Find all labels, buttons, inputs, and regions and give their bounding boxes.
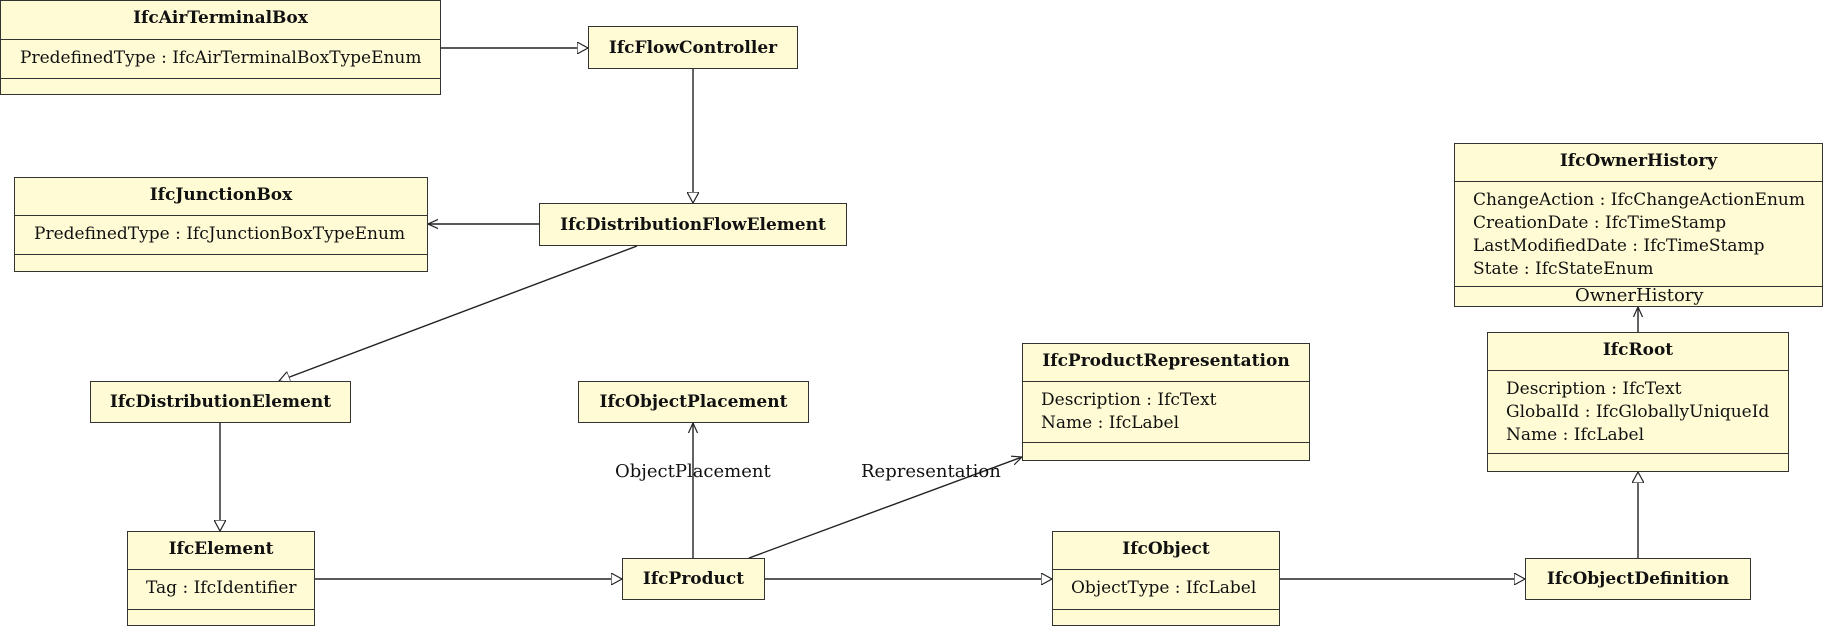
attribute: ChangeAction : IfcChangeActionEnum xyxy=(1473,190,1805,210)
class-ifcownerhistory: IfcOwnerHistory ChangeAction : IfcChange… xyxy=(1454,143,1823,307)
attribute-section: Tag : IfcIdentifier xyxy=(128,569,314,610)
class-ifcflowcontroller: IfcFlowController xyxy=(588,26,798,69)
class-name: IfcObjectDefinition xyxy=(1546,569,1730,589)
class-ifcobjectdefinition: IfcObjectDefinition xyxy=(1525,558,1751,600)
attribute: State : IfcStateEnum xyxy=(1473,259,1654,279)
class-name: IfcProductRepresentation xyxy=(1042,351,1290,371)
class-name: IfcElement xyxy=(168,539,274,559)
class-ifcdistributionflowelement: IfcDistributionFlowElement xyxy=(539,203,847,246)
association-label-objectplacement: ObjectPlacement xyxy=(615,461,771,482)
attribute: Name : IfcLabel xyxy=(1506,425,1645,445)
class-name: IfcRoot xyxy=(1602,340,1674,360)
attribute-section: Description : IfcText GlobalId : IfcGlob… xyxy=(1488,370,1788,454)
attribute-section: Description : IfcText Name : IfcLabel xyxy=(1023,381,1309,443)
attribute: Name : IfcLabel xyxy=(1041,413,1180,433)
association-label-ownerhistory: OwnerHistory xyxy=(1575,285,1704,306)
class-ifcobject: IfcObject ObjectType : IfcLabel xyxy=(1052,531,1280,626)
class-name: IfcObject xyxy=(1122,539,1210,559)
attribute-section: ChangeAction : IfcChangeActionEnum Creat… xyxy=(1455,181,1822,287)
attribute: GlobalId : IfcGloballyUniqueId xyxy=(1506,402,1770,422)
class-name: IfcAirTerminalBox xyxy=(133,8,308,28)
class-name: IfcDistributionElement xyxy=(109,392,332,412)
attribute: PredefinedType : IfcJunctionBoxTypeEnum xyxy=(34,224,406,244)
class-ifcairterminalbox: IfcAirTerminalBox PredefinedType : IfcAi… xyxy=(0,0,441,95)
class-name: IfcFlowController xyxy=(608,37,778,58)
class-name: IfcJunctionBox xyxy=(149,185,293,205)
attribute-section: PredefinedType : IfcAirTerminalBoxTypeEn… xyxy=(1,39,440,79)
class-name: IfcDistributionFlowElement xyxy=(560,214,826,235)
attribute: PredefinedType : IfcAirTerminalBoxTypeEn… xyxy=(20,48,422,68)
class-ifcdistributionelement: IfcDistributionElement xyxy=(90,381,351,423)
association-label-representation: Representation xyxy=(861,461,1001,482)
class-name: IfcObjectPlacement xyxy=(599,392,788,412)
attribute: Tag : IfcIdentifier xyxy=(146,578,297,598)
class-ifcproductrepresentation: IfcProductRepresentation Description : I… xyxy=(1022,343,1310,461)
attribute: CreationDate : IfcTimeStamp xyxy=(1473,213,1727,233)
class-ifcproduct: IfcProduct xyxy=(622,558,765,600)
class-name: IfcProduct xyxy=(642,569,745,589)
generalization-distributionflowelement-distributionelement xyxy=(279,245,638,381)
attribute-section: ObjectType : IfcLabel xyxy=(1053,569,1279,610)
class-ifcroot: IfcRoot Description : IfcText GlobalId :… xyxy=(1487,332,1789,472)
attribute-section: PredefinedType : IfcJunctionBoxTypeEnum xyxy=(15,215,427,255)
attribute: ObjectType : IfcLabel xyxy=(1071,578,1257,598)
class-ifcelement: IfcElement Tag : IfcIdentifier xyxy=(127,531,315,626)
attribute: LastModifiedDate : IfcTimeStamp xyxy=(1473,236,1765,256)
class-ifcjunctionbox: IfcJunctionBox PredefinedType : IfcJunct… xyxy=(14,177,428,272)
attribute: Description : IfcText xyxy=(1041,390,1217,410)
attribute: Description : IfcText xyxy=(1506,379,1682,399)
association-product-representation xyxy=(748,457,1022,559)
class-name: IfcOwnerHistory xyxy=(1559,151,1718,171)
class-ifcobjectplacement: IfcObjectPlacement xyxy=(578,381,809,423)
